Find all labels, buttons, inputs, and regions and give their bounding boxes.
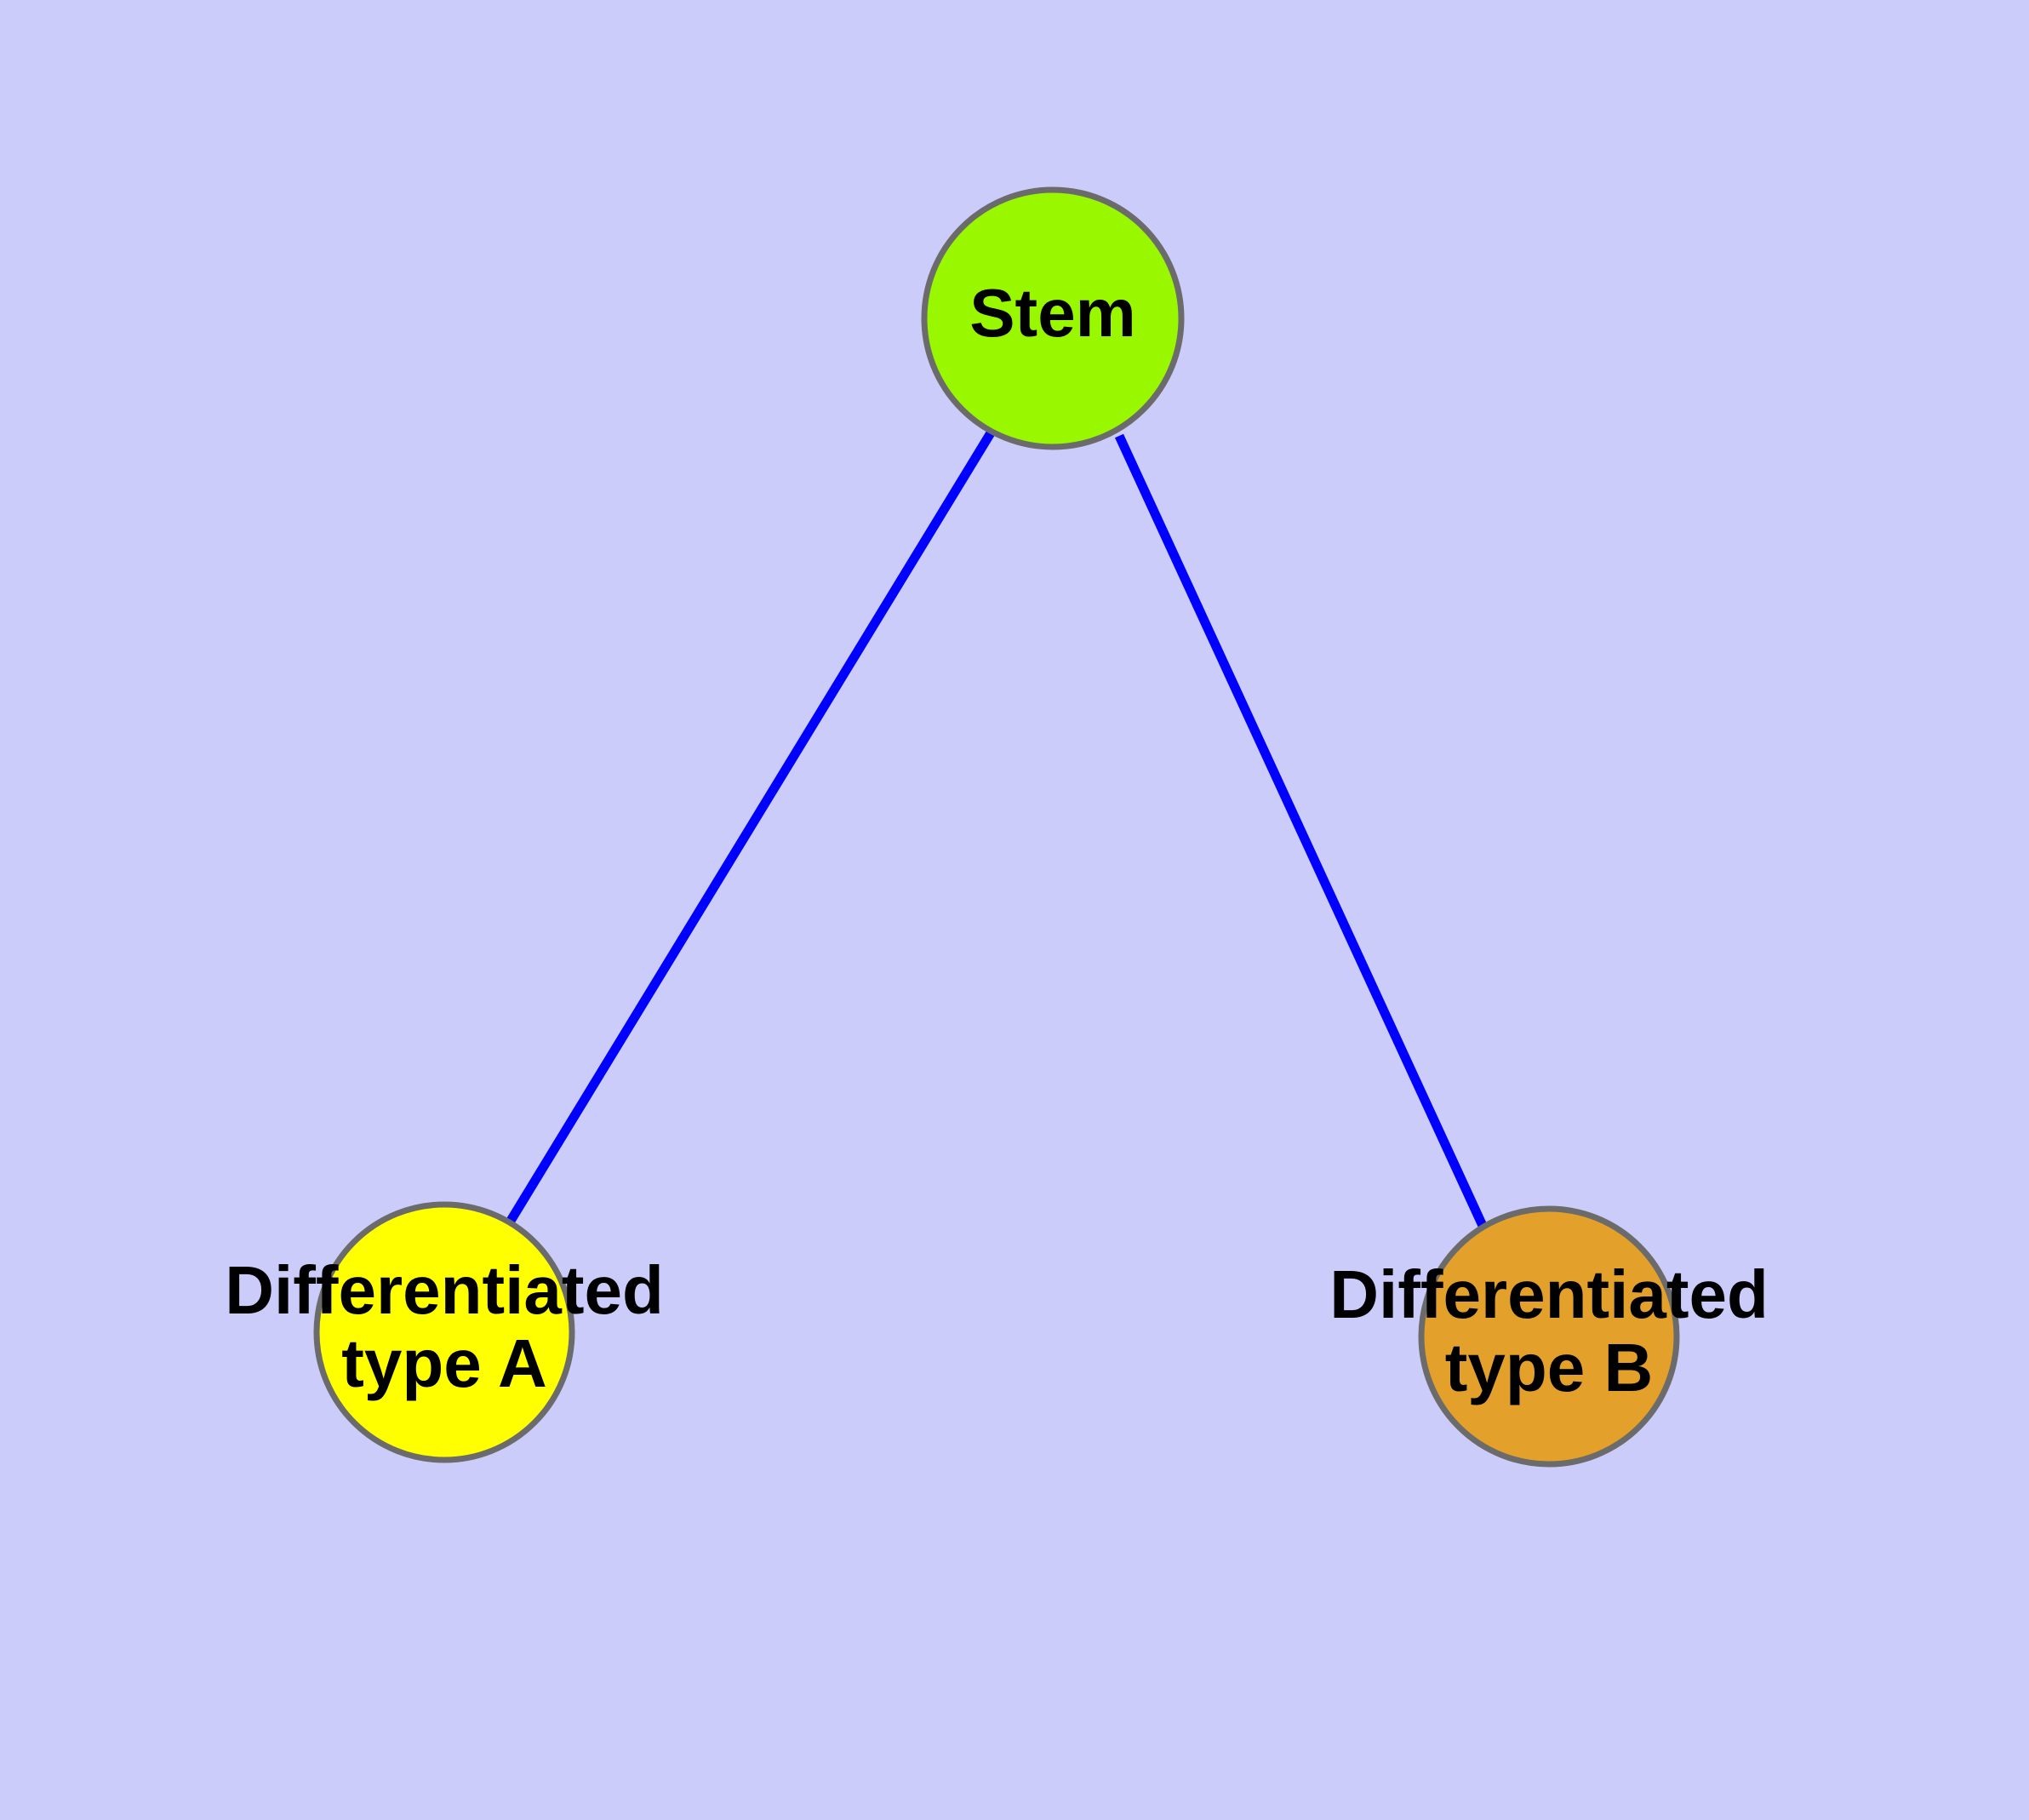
node-label-stem: Stem: [969, 275, 1136, 351]
node-label-line: type A: [341, 1325, 547, 1401]
node-label-line: Differentiated: [1329, 1256, 1769, 1332]
edge-stem-to-diff-b: [1115, 433, 1488, 1230]
edge-stem-to-diff-a: [506, 429, 996, 1223]
node-label-line: type B: [1445, 1330, 1654, 1405]
edges-layer: [506, 429, 1488, 1230]
node-stem[interactable]: [921, 186, 1185, 450]
node-label-line: Stem: [969, 275, 1136, 351]
node-diff-a[interactable]: [313, 1201, 575, 1463]
nodes-layer: [313, 186, 1680, 1468]
node-label-line: Differentiated: [225, 1252, 664, 1328]
node-diff-b[interactable]: [1418, 1205, 1680, 1468]
